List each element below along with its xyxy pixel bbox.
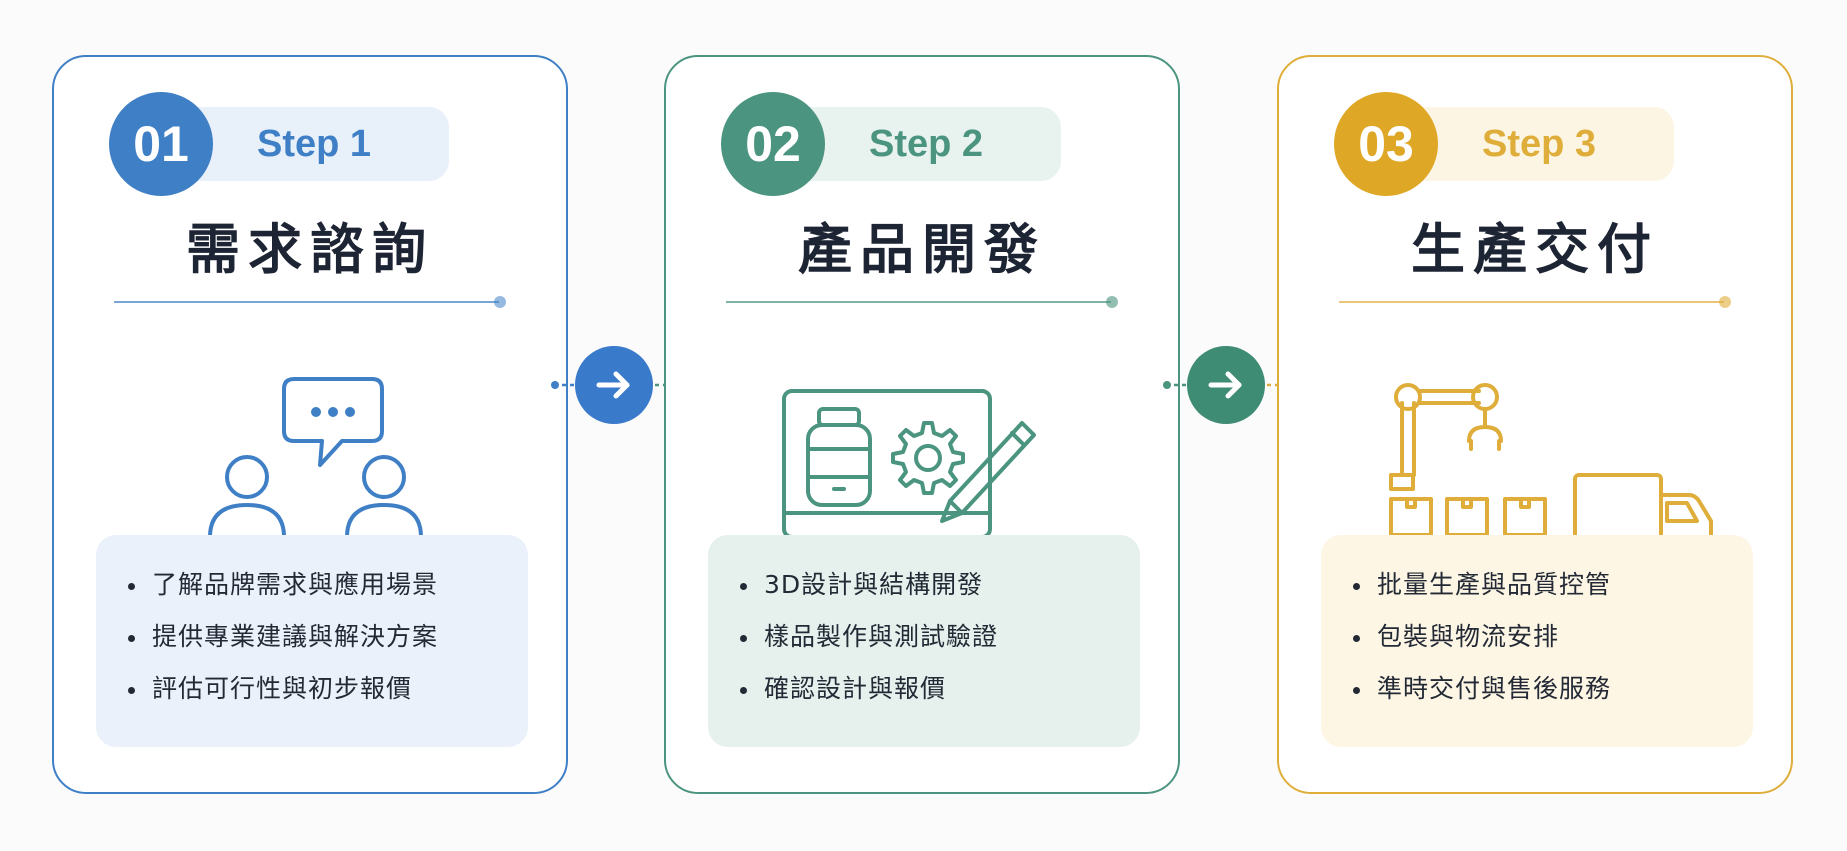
arrow-right-icon [1208, 371, 1242, 399]
bullet-item: 確認設計與報價 [736, 663, 1140, 715]
step-label: Step 1 [256, 123, 372, 165]
title-divider [726, 296, 1118, 308]
consultation-chat-icon [208, 377, 423, 555]
step-card-2: Step 2 02 產品開發 3D設計與結構開發 [664, 55, 1180, 794]
bullet-item: 樣品製作與測試驗證 [736, 611, 1140, 663]
step-connector-1 [551, 346, 677, 424]
bullet-item: 準時交付與售後服務 [1349, 663, 1753, 715]
step-bullet-list: 批量生產與品質控管 包裝與物流安排 準時交付與售後服務 [1321, 535, 1753, 747]
step-card-3: Step 3 03 生產交付 [1277, 55, 1793, 794]
step-label: Step 2 [868, 123, 984, 165]
step-bullet-list: 了解品牌需求與應用場景 提供專業建議與解決方案 評估可行性與初步報價 [96, 535, 528, 747]
step-card-1: Step 1 01 需求諮詢 了解品牌需求與應用場景 提供專業建議與解決方案 評… [52, 55, 568, 794]
title-divider [1339, 296, 1731, 308]
step-title: 需求諮詢 [186, 218, 434, 281]
title-divider [114, 296, 506, 308]
bullet-item: 包裝與物流安排 [1349, 611, 1753, 663]
step-title: 產品開發 [798, 218, 1046, 281]
bullet-item: 3D設計與結構開發 [736, 559, 1140, 611]
step-number-badge: 01 [109, 92, 213, 196]
step-connector-2 [1163, 346, 1289, 424]
arrow-right-icon [596, 371, 630, 399]
bullet-item: 批量生產與品質控管 [1349, 559, 1753, 611]
step-bullet-list: 3D設計與結構開發 樣品製作與測試驗證 確認設計與報價 [708, 535, 1140, 747]
step-label: Step 3 [1481, 123, 1597, 165]
bullet-item: 提供專業建議與解決方案 [124, 611, 528, 663]
step-number-badge: 02 [721, 92, 825, 196]
step-title: 生產交付 [1411, 218, 1659, 281]
bullet-item: 評估可行性與初步報價 [124, 663, 528, 715]
step-number-badge: 03 [1334, 92, 1438, 196]
bullet-item: 了解品牌需求與應用場景 [124, 559, 528, 611]
